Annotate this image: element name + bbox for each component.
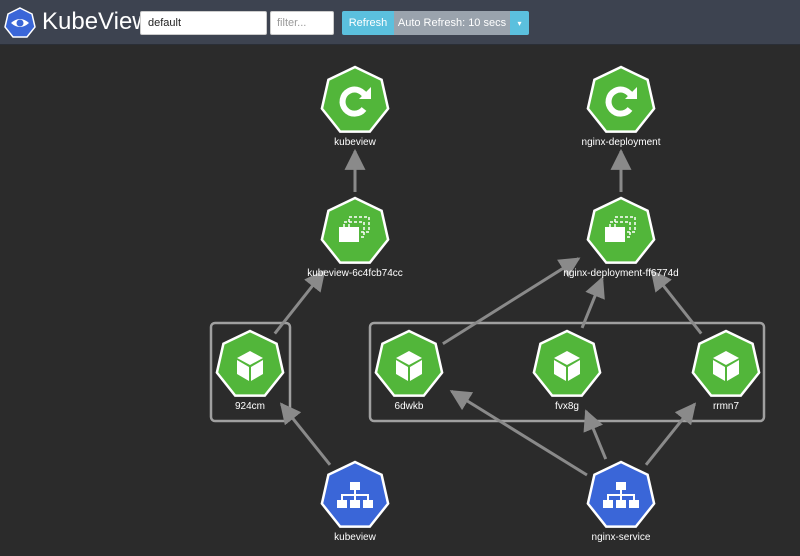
- node-label-pod-6dwkb: 6dwkb: [394, 401, 424, 412]
- refresh-button[interactable]: Refresh: [342, 11, 394, 35]
- cube-icon: [396, 351, 422, 381]
- node-nginx-deploy[interactable]: [586, 65, 656, 133]
- node-pod-fvx8g[interactable]: [532, 329, 602, 397]
- node-label-pod-rrmn7: rrmn7: [712, 401, 740, 412]
- node-label-nginx-deploy: nginx-deployment: [581, 137, 661, 148]
- node-pod-924cm[interactable]: [215, 329, 285, 397]
- node-label-pod-924cm: 924cm: [234, 401, 266, 412]
- node-label-nginx-rs: nginx-deployment-ff6774d: [563, 268, 679, 279]
- node-pod-6dwkb[interactable]: [374, 329, 444, 397]
- pod-group-kubeview: [209, 321, 292, 423]
- stack-icon: [339, 216, 370, 242]
- edge-pod-924cm-to-kubeview-rs: [273, 269, 326, 335]
- cube-icon: [554, 351, 580, 381]
- network-icon: [337, 482, 373, 508]
- edge-pod-6dwkb-to-nginx-rs: [442, 257, 581, 346]
- edge-svc-nginx-to-pod-rrmn7: [644, 402, 697, 466]
- namespace-input[interactable]: [140, 11, 267, 35]
- node-label-kubeview-deploy: kubeview: [334, 137, 376, 148]
- top-navbar: KubeView Refresh Auto Refresh: 10 secs ▾: [0, 0, 800, 45]
- node-svc-nginx[interactable]: [586, 460, 656, 528]
- node-label-pod-fvx8g: fvx8g: [555, 401, 579, 412]
- edge-pod-rrmn7-to-nginx-rs: [650, 269, 703, 335]
- cube-icon: [713, 351, 739, 381]
- stack-icon: [605, 216, 636, 242]
- cube-icon: [237, 351, 263, 381]
- auto-refresh-dropdown-toggle[interactable]: ▾: [510, 11, 529, 35]
- node-label-kubeview-rs: kubeview-6c4fcb74cc: [307, 268, 403, 279]
- node-label-svc-nginx: nginx-service: [591, 532, 651, 543]
- node-label-svc-kubeview: kubeview: [334, 532, 376, 543]
- network-icon: [603, 482, 639, 508]
- edge-svc-kubeview-to-pod-924cm: [279, 402, 332, 466]
- node-kubeview-rs[interactable]: [320, 196, 390, 264]
- node-nginx-rs[interactable]: [586, 196, 656, 264]
- filter-input[interactable]: [270, 11, 334, 35]
- node-pod-rrmn7[interactable]: [691, 329, 761, 397]
- edge-svc-nginx-to-pod-6dwkb: [449, 390, 588, 477]
- edge-svc-nginx-to-pod-fvx8g: [583, 409, 608, 460]
- auto-refresh-button[interactable]: Auto Refresh: 10 secs: [394, 11, 510, 35]
- refresh-icon: [339, 86, 371, 117]
- node-svc-kubeview[interactable]: [320, 460, 390, 528]
- edge-pod-fvx8g-to-nginx-rs: [580, 276, 605, 329]
- graph-svg: [209, 65, 766, 528]
- refresh-icon: [605, 86, 637, 117]
- node-kubeview-deploy[interactable]: [320, 65, 390, 133]
- app-title: KubeView: [42, 8, 150, 35]
- eye-logo-icon: [4, 7, 36, 38]
- pod-group-nginx: [368, 321, 766, 423]
- graph-canvas[interactable]: kubeview nginx-deployment kubeview-6c4fcb7…: [0, 46, 800, 556]
